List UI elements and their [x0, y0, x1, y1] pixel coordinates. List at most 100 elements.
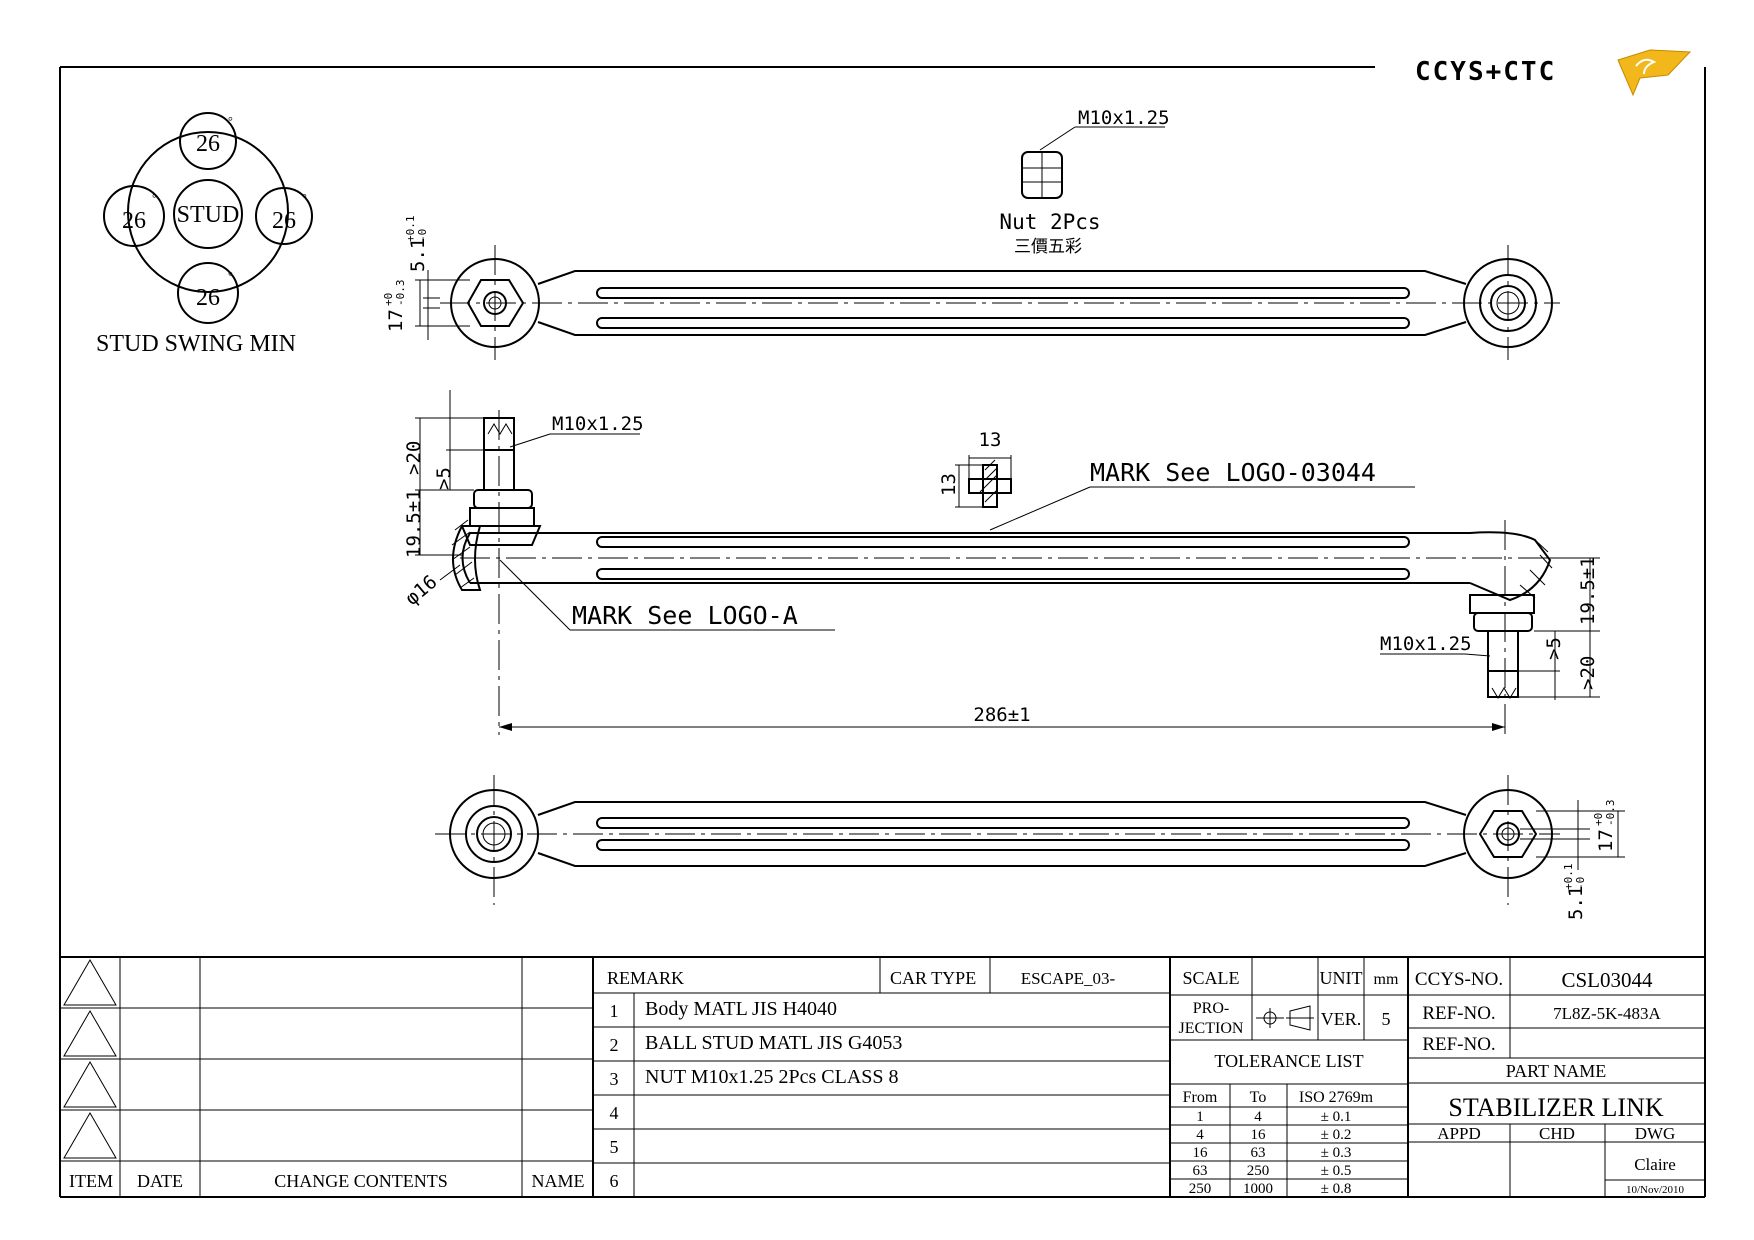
identification-block: CCYS-NO. CSL03044 REF-NO. 7L8Z-5K-483A R…	[1408, 957, 1705, 1197]
projection-label: JECTION	[1179, 1020, 1244, 1037]
dwg-name: Claire	[1634, 1155, 1676, 1174]
drawing-border	[59, 66, 1706, 1198]
nut-finish-label: 三價五彩	[1014, 237, 1082, 256]
right-gt5-dim: >5	[1543, 637, 1565, 660]
bottom-dim-thick: 5.1	[1565, 886, 1587, 920]
remark-row-text: Body MATL JIS H4040	[645, 998, 837, 1020]
rev-header-date: DATE	[137, 1171, 183, 1191]
nut-thread-label: M10x1.25	[1078, 107, 1170, 129]
swing-bottom-degree: °	[228, 269, 233, 283]
ref-no-label-2: REF-NO.	[1422, 1034, 1495, 1055]
ccys-no-label: CCYS-NO.	[1415, 969, 1503, 990]
left-195-dim: 19.5±1	[403, 489, 425, 558]
remark-row-text: NUT M10x1.25 2Pcs CLASS 8	[645, 1066, 899, 1088]
top-dim-height: 17	[385, 309, 407, 332]
rev-header-item: ITEM	[69, 1171, 113, 1191]
right-thread-label: M10x1.25	[1380, 633, 1472, 655]
dwg-date: 10/Nov/2010	[1626, 1184, 1685, 1196]
car-type-value: ESCAPE_03-	[1021, 969, 1116, 988]
appd-label: APPD	[1437, 1124, 1480, 1143]
scale-tolerance-block: SCALE UNIT mm PRO- JECTION VER. 5 TOLERA…	[1169, 957, 1409, 1197]
swing-top-value: 26	[196, 131, 220, 157]
left-gt5-dim: >5	[433, 467, 455, 490]
top-dim-thick-tol-lower: -0	[416, 229, 429, 242]
part-name-label: PART NAME	[1506, 1061, 1606, 1081]
remark-title: REMARK	[607, 968, 684, 988]
revision-table: ITEM DATE CHANGE CONTENTS NAME	[60, 957, 594, 1197]
rev-header-change: CHANGE CONTENTS	[274, 1171, 448, 1191]
bottom-dim-height-tol-upper: +0	[1592, 813, 1605, 826]
tol-row-value: ± 0.3	[1321, 1145, 1352, 1161]
swing-top-degree: °	[228, 114, 233, 128]
left-gt20-dim: >20	[403, 441, 425, 475]
rev-header-name: NAME	[532, 1171, 585, 1191]
chd-label: CHD	[1539, 1124, 1575, 1143]
mark-width-dim: 13	[979, 429, 1002, 451]
ref-no-label-1: REF-NO.	[1422, 1003, 1495, 1024]
right-gt20-dim: >20	[1577, 656, 1599, 690]
top-dim-height-tol-lower: -0.3	[394, 280, 407, 307]
tol-row-from: 16	[1193, 1145, 1209, 1161]
remark-row-no: 5	[610, 1137, 619, 1157]
tol-row-to: 63	[1251, 1145, 1266, 1161]
mark-logo-03044-label: MARK See LOGO-03044	[1090, 458, 1376, 487]
bottom-dim-height: 17	[1595, 829, 1617, 852]
tol-row-from: 4	[1196, 1127, 1204, 1143]
bottom-dim-height-tol-lower: -0.3	[1604, 800, 1617, 827]
swing-center-label: STUD	[177, 202, 240, 228]
top-dim-thick-tol-upper: +0.1	[404, 216, 417, 243]
remark-table: REMARK CAR TYPE ESCAPE_03- 1 Body MATL J…	[593, 957, 1170, 1197]
bottom-dim-thick-tol-upper: +0.1	[1562, 864, 1575, 891]
tol-row-to: 250	[1247, 1163, 1270, 1179]
projection-symbol-icon	[1256, 1005, 1314, 1031]
nut-view: M10x1.25 Nut 2Pcs 三價五彩	[999, 107, 1169, 256]
ref-no-value-1: 7L8Z-5K-483A	[1553, 1004, 1661, 1023]
swing-right-degree: °	[302, 191, 307, 205]
swing-right-value: 26	[272, 208, 296, 234]
top-dim-height-tol-upper: +0	[382, 293, 395, 306]
swing-left-value: 26	[122, 208, 146, 234]
mark-height-dim: 13	[938, 473, 960, 496]
remark-row-no: 2	[610, 1035, 619, 1055]
title-block: ITEM DATE CHANGE CONTENTS NAME REMARK CA…	[60, 956, 1705, 1197]
right-195-dim: 19.5±1	[1577, 556, 1599, 625]
top-view: 17 +0 -0.3 5.1 +0.1 -0	[382, 216, 1560, 360]
tol-header-from: From	[1183, 1089, 1218, 1106]
tol-row-value: ± 0.2	[1321, 1127, 1352, 1143]
remark-row-text: BALL STUD MATL JIS G4053	[645, 1032, 902, 1054]
tol-row-from: 63	[1193, 1163, 1208, 1179]
tol-row-value: ± 0.5	[1321, 1163, 1352, 1179]
nut-count-label: Nut 2Pcs	[999, 210, 1100, 234]
tol-row-to: 16	[1251, 1127, 1267, 1143]
tol-row-value: ± 0.8	[1321, 1181, 1352, 1197]
tol-row-from: 1	[1196, 1109, 1204, 1125]
part-name-value: STABILIZER LINK	[1448, 1093, 1663, 1122]
company-logo: CCYS+CTC	[1415, 49, 1692, 97]
car-type-label: CAR TYPE	[890, 968, 976, 988]
projection-label: PRO-	[1193, 1000, 1229, 1017]
tol-row-to: 4	[1254, 1109, 1262, 1125]
ver-value: 5	[1382, 1009, 1391, 1029]
tol-row-to: 1000	[1243, 1181, 1273, 1197]
unit-label: UNIT	[1320, 968, 1363, 988]
left-thread-label: M10x1.25	[552, 413, 644, 435]
bottom-dim-thick-tol-lower: -0	[1574, 877, 1587, 890]
phi16-dim: φ16	[401, 571, 441, 610]
swing-bottom-value: 26	[196, 285, 220, 311]
ccys-no-value: CSL03044	[1561, 968, 1653, 992]
remark-row-no: 4	[610, 1103, 619, 1123]
tol-header-to: To	[1250, 1089, 1267, 1106]
tol-row-from: 250	[1189, 1181, 1212, 1197]
top-dim-thick: 5.1	[407, 238, 429, 272]
swing-left-degree: °	[152, 191, 157, 205]
tol-header-iso: ISO 2769m	[1299, 1089, 1374, 1106]
scale-label: SCALE	[1182, 968, 1239, 988]
swing-caption: STUD SWING MIN	[96, 331, 296, 357]
mark-logo-a-label: MARK See LOGO-A	[572, 601, 798, 630]
dwg-label: DWG	[1635, 1124, 1676, 1143]
tol-row-value: ± 0.1	[1321, 1109, 1352, 1125]
remark-row-no: 1	[610, 1001, 619, 1021]
ver-label: VER.	[1321, 1009, 1362, 1029]
tolerance-title: TOLERANCE LIST	[1214, 1051, 1363, 1071]
